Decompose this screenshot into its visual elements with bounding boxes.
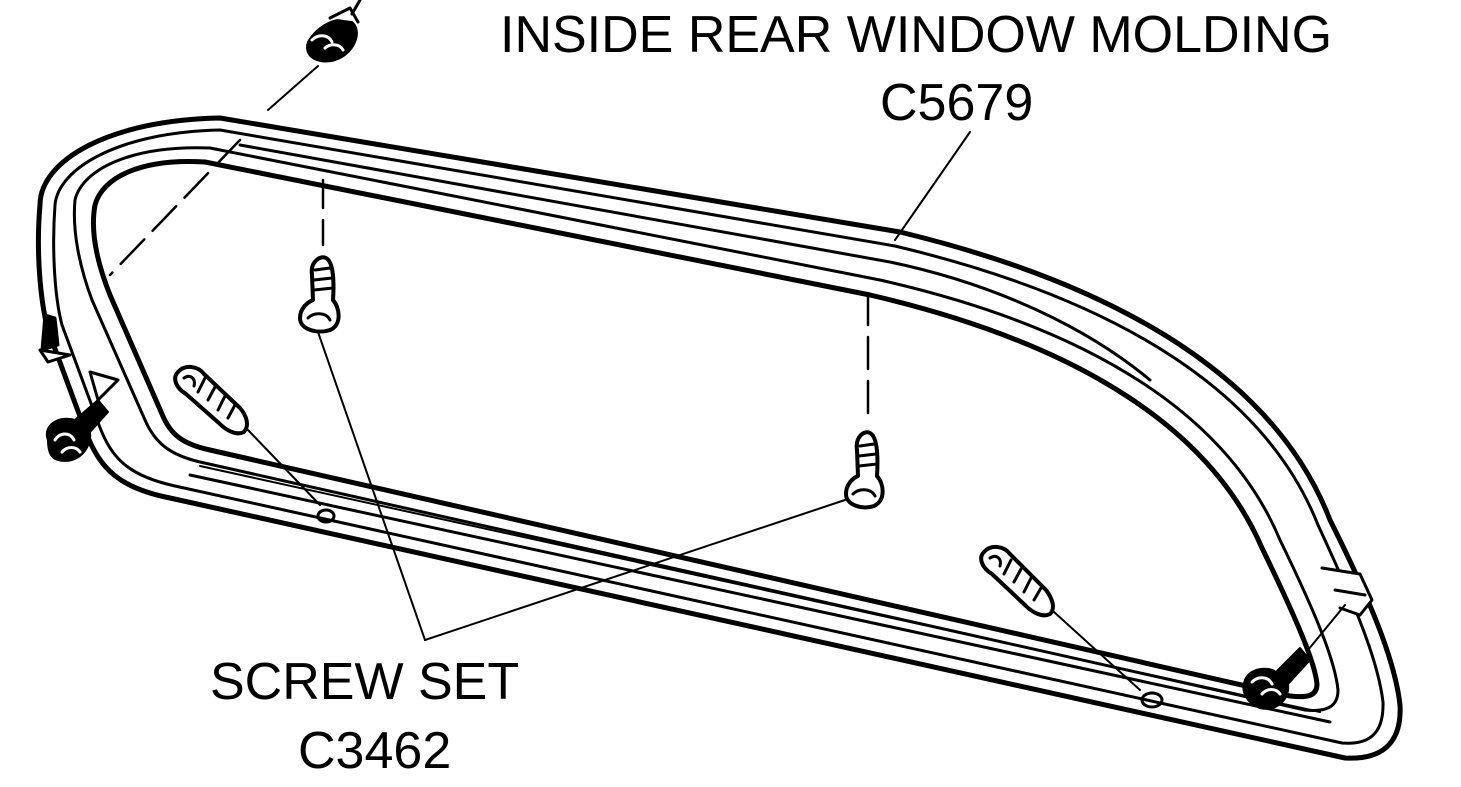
- molding-bottom-flange-2: [199, 465, 1321, 713]
- molding-bottom-flange: [188, 473, 1332, 724]
- screw-leader-b: [424, 499, 846, 641]
- screw-bottom-right: [1242, 604, 1346, 710]
- molding-top-stripe: [238, 143, 1152, 382]
- callout-leaders: [317, 131, 971, 641]
- screw-upper-left: [298, 178, 341, 334]
- molding-part-number: C5679: [880, 74, 1034, 132]
- screw-left-side: [45, 399, 109, 462]
- molding-callout-title: INSIDE REAR WINDOW MOLDING: [500, 6, 1333, 64]
- screw-leader-a: [317, 331, 426, 641]
- left-end-clip: [38, 313, 120, 402]
- screw-lower-left: [173, 365, 336, 524]
- screw-top-left: [108, 0, 362, 277]
- screw-set-part-number: C3462: [298, 722, 452, 780]
- screw-center: [844, 291, 885, 510]
- screw-set-callout-title: SCREW SET: [210, 653, 520, 711]
- rear-window-molding: [35, 115, 1403, 761]
- screw-hole-right: [1140, 691, 1164, 709]
- screw-hole-left: [316, 508, 336, 524]
- molding-inner-ridge: [72, 146, 1340, 712]
- molding-inner-edge: [90, 158, 1320, 700]
- molding-outer-edge: [35, 115, 1403, 761]
- right-end-clip: [1320, 566, 1374, 617]
- molding-leader: [894, 131, 971, 241]
- screw-lower-right: [979, 545, 1164, 709]
